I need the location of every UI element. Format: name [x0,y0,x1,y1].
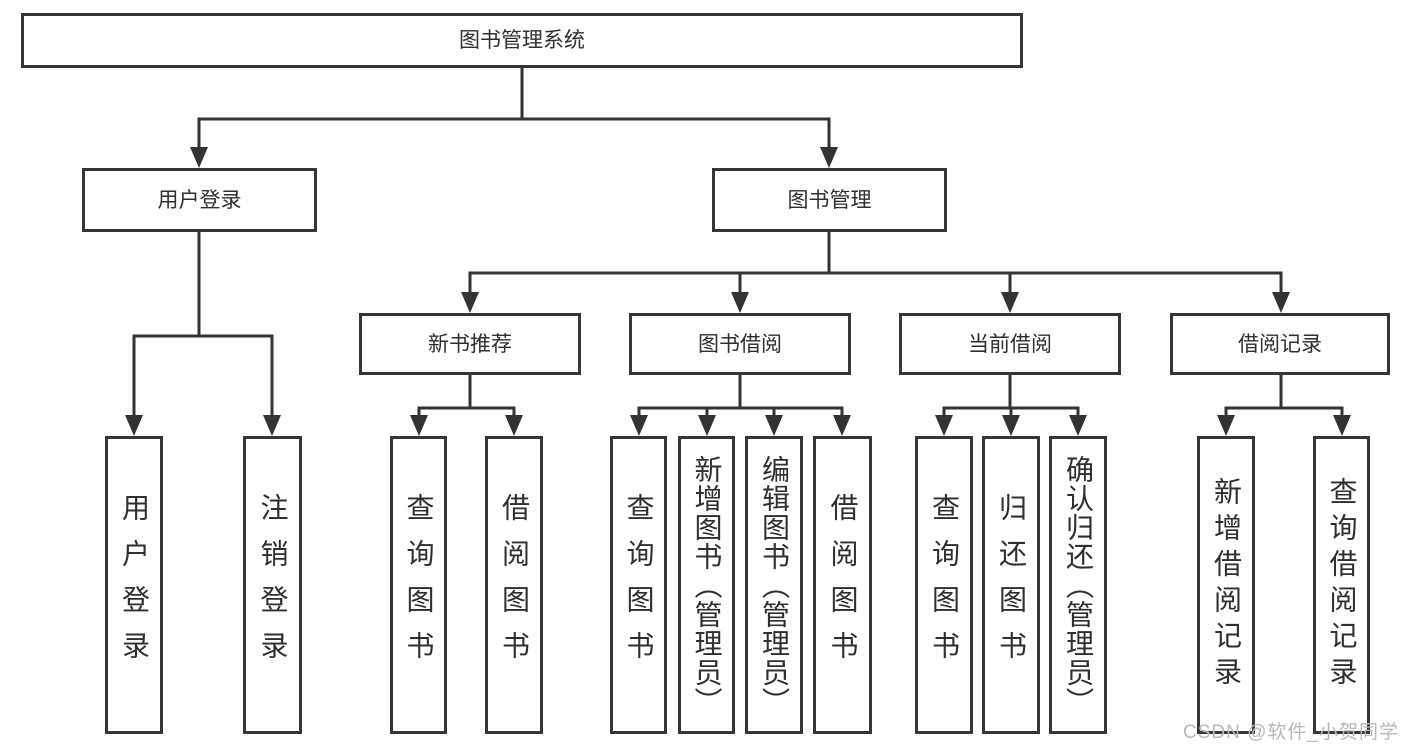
connector-newbook-to-leaves [417,375,516,416]
arrow-down-icon [1002,415,1020,436]
node-root-system: 图书管理系统 [21,13,1023,68]
connector-bookmgmt-to-level3 [468,232,1283,294]
leaf-user-login: 用户登录 [105,436,163,734]
arrow-down-icon [263,415,281,436]
arrow-down-icon [820,147,838,168]
connector-userlogin-to-leaves [132,232,274,416]
arrowheads [125,147,1351,436]
connector-root-to-level2 [197,68,831,148]
arrow-down-icon [833,415,851,436]
arrow-down-icon [1272,292,1290,313]
node-user-login: 用户登录 [82,168,317,232]
arrow-down-icon [765,415,783,436]
arrow-down-icon [731,292,749,313]
node-new-book-recommend: 新书推荐 [359,313,581,375]
csdn-watermark: CSDN @软件_小贺同学 [1183,722,1399,743]
arrow-down-icon [1069,415,1087,436]
arrow-down-icon [1333,415,1351,436]
leaf-query-books-borrow: 查询图书 [610,436,667,734]
leaf-query-borrow-record: 查询借阅记录 [1313,436,1370,734]
arrow-down-icon [125,415,143,436]
arrow-down-icon [1217,415,1235,436]
node-borrow-records: 借阅记录 [1170,313,1390,375]
leaf-confirm-return-admin: 确认归还（管理员） [1049,436,1107,734]
node-book-management: 图书管理 [712,168,947,232]
leaf-add-books-admin: 新增图书（管理员） [678,436,735,734]
leaf-return-books: 归还图书 [982,436,1040,734]
node-current-borrow: 当前借阅 [899,313,1121,375]
leaf-borrow-books-recommend: 借阅图书 [485,436,543,734]
arrow-down-icon [1001,292,1019,313]
leaf-query-books-recommend: 查询图书 [390,436,447,734]
arrow-down-icon [935,415,953,436]
leaf-add-borrow-record: 新增借阅记录 [1197,436,1255,734]
arrow-down-icon [410,415,428,436]
leaf-borrow-books: 借阅图书 [813,436,872,734]
arrow-down-icon [505,415,523,436]
arrow-down-icon [698,415,716,436]
arrow-down-icon [461,292,479,313]
leaf-logout: 注销登录 [243,436,302,734]
leaf-query-books-current: 查询图书 [915,436,973,734]
arrow-down-icon [190,147,208,168]
leaf-edit-books-admin: 编辑图书（管理员） [745,436,803,734]
connector-currentborrow-to-leaves [942,375,1080,416]
arrow-down-icon [630,415,648,436]
connector-bookborrow-to-leaves [637,375,844,416]
connector-borrowrecord-to-leaves [1224,375,1344,416]
node-book-borrow: 图书借阅 [629,313,851,375]
